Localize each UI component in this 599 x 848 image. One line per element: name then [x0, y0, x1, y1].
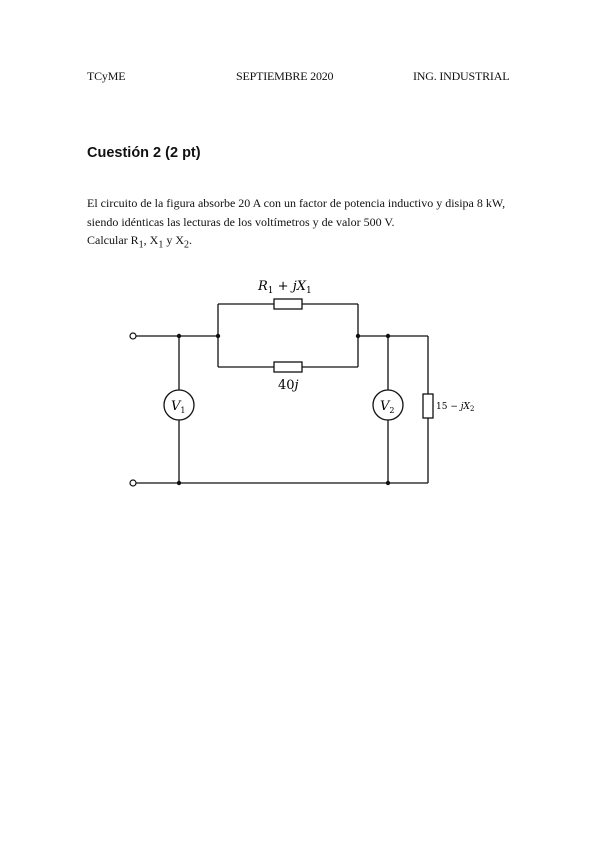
header-date: SEPTIEMBRE 2020	[236, 69, 334, 83]
task-text: , X	[143, 233, 159, 247]
resistor-bottom	[273, 361, 303, 373]
label-load-impedance: 15 − jX2	[436, 402, 474, 413]
header-degree: ING. INDUSTRIAL	[413, 69, 510, 83]
question-title: Cuestión 2 (2 pt)	[87, 145, 201, 161]
task-text: .	[189, 233, 192, 247]
voltmeter-1	[163, 389, 195, 421]
task-text: y X	[163, 233, 184, 247]
input-terminal-top	[129, 332, 137, 340]
label-voltmeter-2: V2	[380, 399, 394, 415]
task-sub: 1	[138, 239, 144, 251]
resistor-load	[422, 393, 434, 419]
input-terminal-bottom	[129, 479, 137, 487]
resistor-top	[273, 298, 303, 310]
circuit-nodes	[176, 333, 391, 486]
task-text: Calcular R	[87, 233, 139, 247]
header-course: TCyME	[87, 69, 126, 83]
task-sub: 1	[158, 239, 164, 251]
voltmeter-2	[372, 389, 404, 421]
task-sub: 2	[184, 239, 189, 251]
question-task: Calcular R1, X1 y X2.	[87, 233, 192, 250]
question-statement: El circuito de la figura absorbe 20 A co…	[87, 196, 506, 229]
label-bottom-impedance: 40j	[278, 378, 299, 393]
label-voltmeter-1: V1	[171, 399, 185, 415]
label-top-impedance: R1 + jX1	[257, 279, 312, 296]
